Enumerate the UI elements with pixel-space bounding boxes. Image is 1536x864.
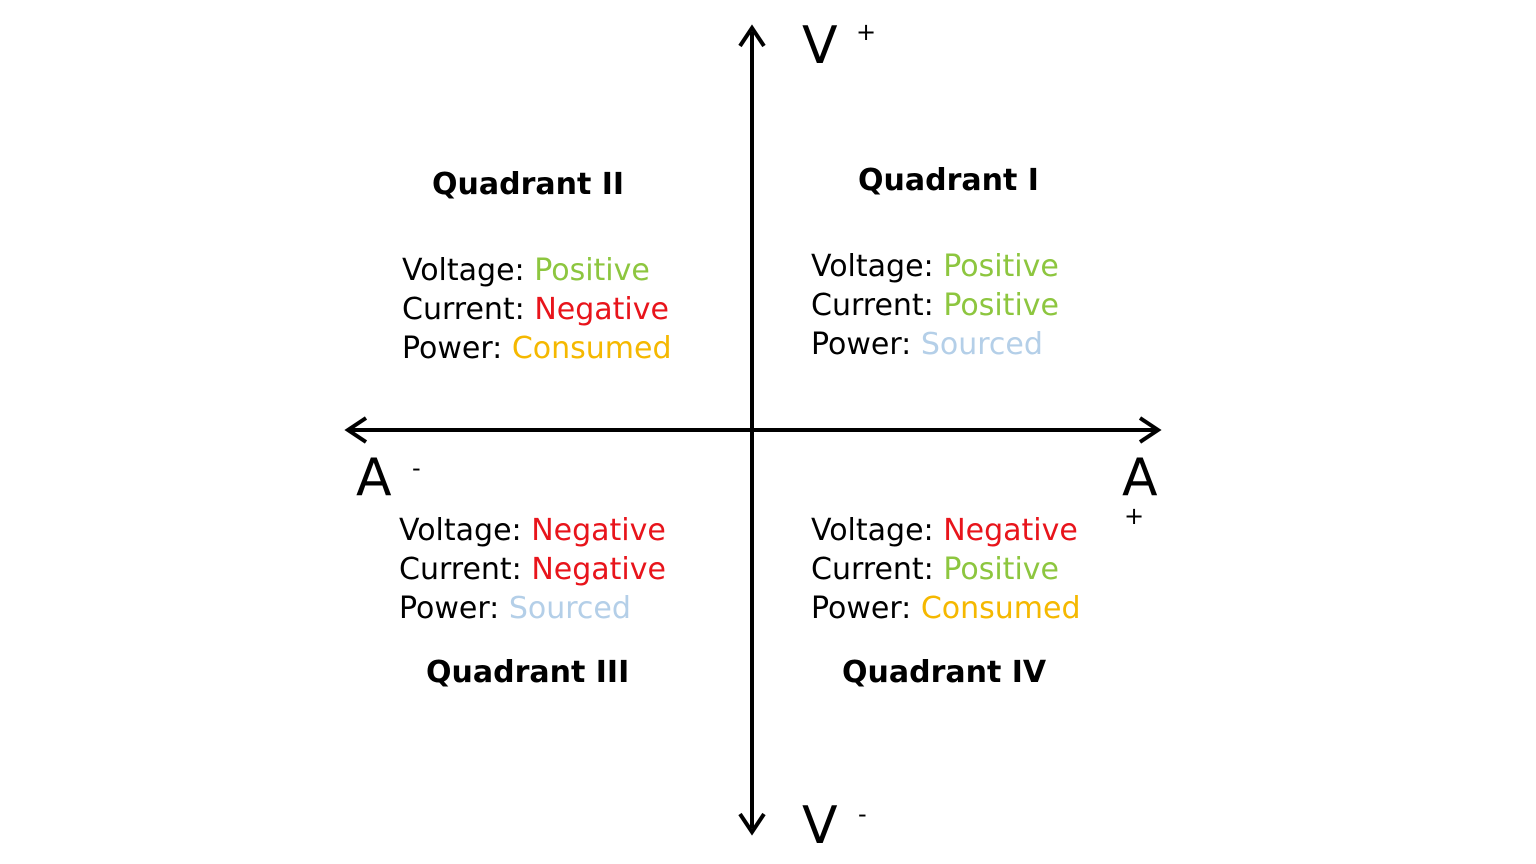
quadrant-2-current-row: Current: Negative — [402, 292, 669, 327]
quadrant-2-current-value: Negative — [534, 292, 669, 327]
quadrant-4-current-row: Current: Positive — [811, 552, 1059, 587]
quadrant-3-voltage-value: Negative — [531, 513, 666, 548]
a-plus-sign: + — [1124, 502, 1145, 530]
quadrant-4-voltage-row: Voltage: Negative — [811, 513, 1078, 548]
v-plus-letter: V — [802, 16, 838, 76]
quadrant-3-voltage-row: Voltage: Negative — [399, 513, 666, 548]
a-minus-letter: A — [356, 448, 392, 508]
v-minus-letter: V — [802, 796, 838, 856]
quadrant-2-voltage-value: Positive — [534, 253, 650, 288]
quadrant-2-power-row: Power: Consumed — [402, 331, 672, 366]
a-plus-letter: A — [1122, 448, 1158, 508]
a-minus-arrowhead — [344, 416, 368, 444]
quadrant-3-details: Voltage: Negative Current: Negative Powe… — [399, 511, 666, 628]
v-minus-arrowhead — [738, 812, 766, 836]
v-plus-arrowhead — [738, 24, 766, 48]
quadrant-3-current-row: Current: Negative — [399, 552, 666, 587]
quadrant-3-power-value: Sourced — [508, 591, 631, 626]
quadrant-1-voltage-row: Voltage: Positive — [811, 249, 1059, 284]
quadrant-2-details: Voltage: Positive Current: Negative Powe… — [402, 251, 672, 368]
quadrant-3-power-row: Power: Sourced — [399, 591, 631, 626]
quadrant-2-voltage-row: Voltage: Positive — [402, 253, 650, 288]
quadrant-4-power-row: Power: Consumed — [811, 591, 1081, 626]
quadrant-1-power-value: Sourced — [920, 327, 1043, 362]
quadrant-1-title: Quadrant I — [858, 163, 1039, 198]
quadrant-4-power-value: Consumed — [920, 591, 1081, 626]
quadrant-4-details: Voltage: Negative Current: Positive Powe… — [811, 511, 1081, 628]
quadrant-1-details: Voltage: Positive Current: Positive Powe… — [811, 247, 1059, 364]
quadrant-1-power-row: Power: Sourced — [811, 327, 1043, 362]
quadrant-4-title: Quadrant IV — [842, 655, 1047, 690]
a-minus-sign: - — [412, 454, 421, 482]
quadrant-1-current-value: Positive — [943, 288, 1059, 323]
quadrant-4-voltage-value: Negative — [943, 513, 1078, 548]
a-plus-arrowhead — [1138, 416, 1162, 444]
v-minus-sign: - — [858, 800, 867, 828]
quadrant-3-current-value: Negative — [531, 552, 666, 587]
quadrant-2-power-value: Consumed — [511, 331, 672, 366]
quadrant-4-current-value: Positive — [943, 552, 1059, 587]
quadrant-3-title: Quadrant III — [426, 655, 630, 690]
v-plus-sign: + — [856, 18, 877, 46]
quadrant-1-voltage-value: Positive — [943, 249, 1059, 284]
quadrant-2-title: Quadrant II — [432, 167, 625, 202]
quadrant-1-current-row: Current: Positive — [811, 288, 1059, 323]
